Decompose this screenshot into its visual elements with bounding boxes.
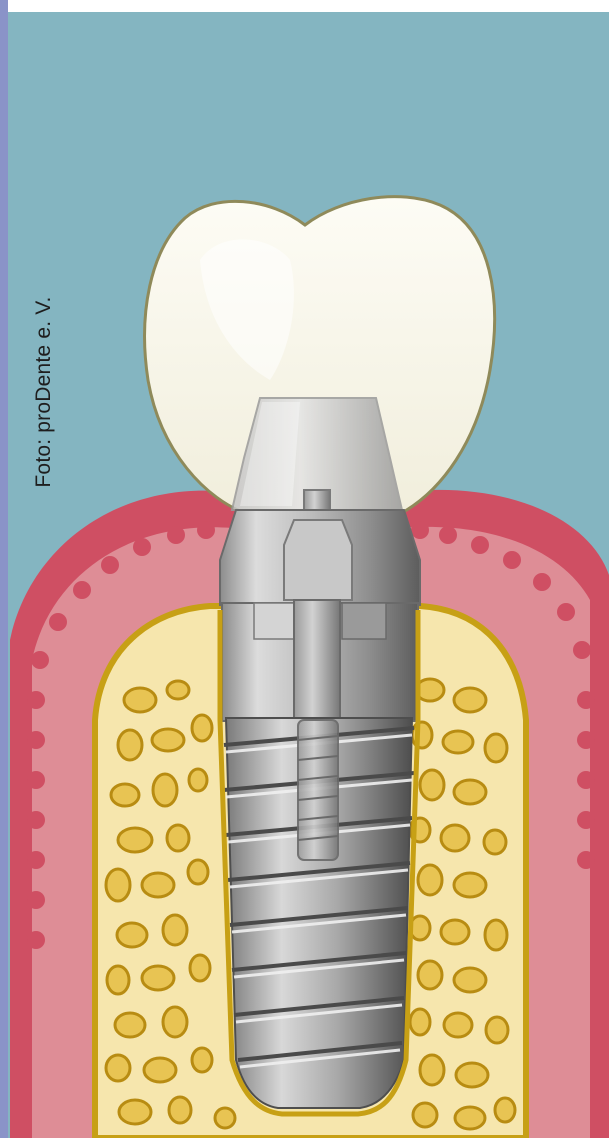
collar-inner-cap — [284, 520, 352, 600]
photo-credit: Foto: proDente e. V. — [32, 296, 56, 487]
platform-step-right — [342, 603, 386, 639]
inner-screw-shaft — [294, 600, 340, 726]
platform-step — [254, 603, 294, 639]
left-border — [0, 0, 8, 1138]
top-white-strip — [0, 0, 609, 12]
